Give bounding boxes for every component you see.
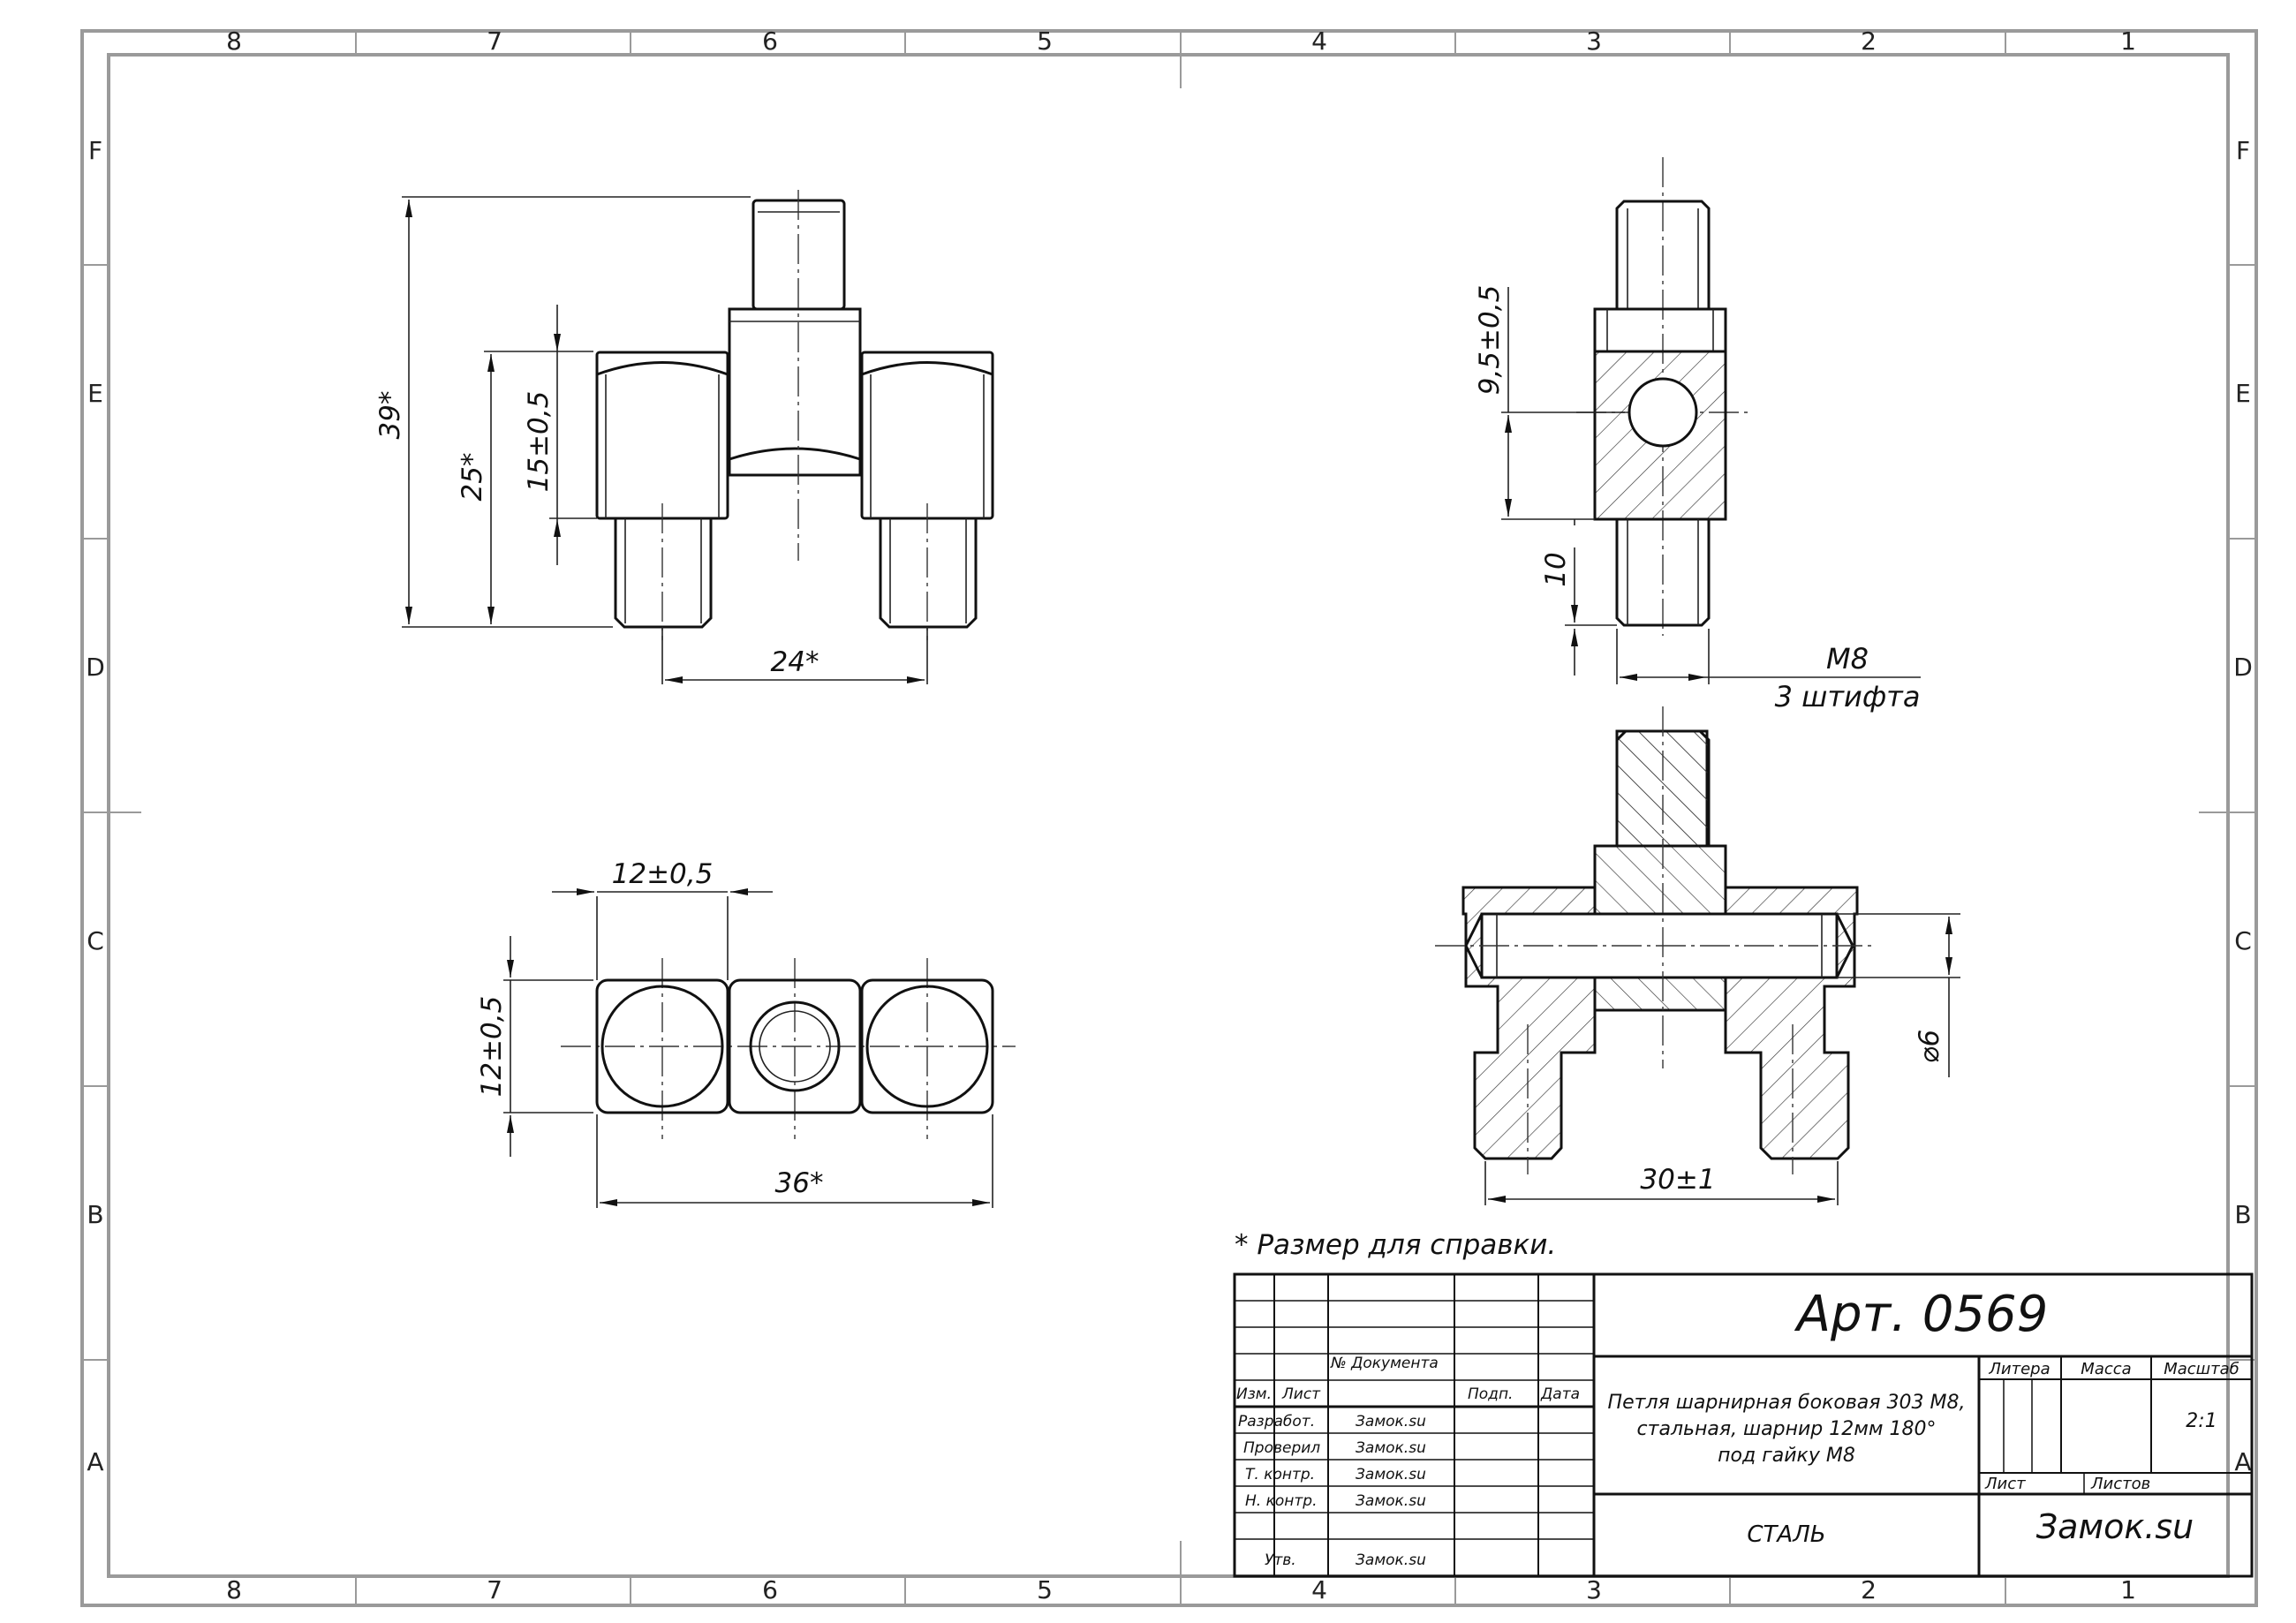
dim-24: 24* bbox=[771, 646, 819, 678]
role-3-name: Замок.su bbox=[1356, 1466, 1426, 1483]
zone-column-label: 5 bbox=[1037, 26, 1053, 56]
role-5: Утв. bbox=[1265, 1551, 1296, 1569]
mass-label: Масса bbox=[2081, 1360, 2131, 1378]
role-2: Проверил bbox=[1243, 1439, 1320, 1457]
top-view: 12±0,5 12±0,5 36* bbox=[476, 858, 1016, 1208]
dim-30: 30±1 bbox=[1640, 1164, 1715, 1196]
zone-column-label: 8 bbox=[226, 1575, 242, 1604]
description-line-3: под гайку М8 bbox=[1718, 1445, 1855, 1467]
zone-column-label: 7 bbox=[487, 1575, 502, 1604]
zone-column-label: 5 bbox=[1037, 1575, 1053, 1604]
zone-row-label: E bbox=[87, 379, 103, 408]
dim-diameter-6: ⌀6 bbox=[1914, 1030, 1945, 1063]
dim-36: 36* bbox=[775, 1167, 824, 1199]
zone-row-label: B bbox=[2234, 1200, 2251, 1229]
dim-12-width: 12±0,5 bbox=[612, 858, 714, 890]
sheet-label: Лист bbox=[1984, 1475, 2026, 1493]
article-number: Арт. 0569 bbox=[1794, 1286, 2049, 1343]
dim-9-5: 9,5±0,5 bbox=[1474, 285, 1506, 396]
role-1: Разработ. bbox=[1238, 1413, 1315, 1431]
zone-column-label: 2 bbox=[1861, 26, 1877, 56]
zone-row-label: E bbox=[2235, 379, 2251, 408]
zone-row-label: D bbox=[2233, 653, 2253, 682]
title-block-text: Арт. 0569 Петля шарнирная боковая 303 М8… bbox=[1236, 1286, 2239, 1569]
section-view: ⌀6 30±1 bbox=[1435, 706, 1960, 1205]
role-4: Н. контр. bbox=[1245, 1492, 1317, 1510]
zone-column-label: 1 bbox=[2120, 1575, 2136, 1604]
side-view: 9,5±0,5 10 M8 3 штифта bbox=[1474, 157, 1921, 713]
litera-label: Литера bbox=[1988, 1360, 2050, 1378]
zone-row-label: A bbox=[87, 1447, 103, 1476]
zone-column-label: 6 bbox=[762, 1575, 778, 1604]
zone-column-label: 6 bbox=[762, 26, 778, 56]
scale-value: 2:1 bbox=[2186, 1410, 2217, 1432]
zone-column-label: 7 bbox=[487, 26, 502, 56]
thread-label: M8 bbox=[1826, 642, 1869, 676]
company: Замок.su bbox=[2036, 1507, 2194, 1546]
role-5-name: Замок.su bbox=[1356, 1551, 1426, 1569]
role-1-name: Замок.su bbox=[1356, 1413, 1426, 1431]
dim-15: 15±0,5 bbox=[523, 391, 555, 493]
description-line-1: Петля шарнирная боковая 303 М8, bbox=[1608, 1392, 1966, 1414]
material: СТАЛЬ bbox=[1747, 1521, 1825, 1548]
zone-column-label: 3 bbox=[1586, 26, 1602, 56]
zone-column-label: 4 bbox=[1311, 26, 1327, 56]
zone-row-label: A bbox=[2234, 1447, 2251, 1476]
hdr-izm: Изм. bbox=[1236, 1385, 1272, 1403]
hdr-doc: № Документа bbox=[1330, 1355, 1439, 1372]
role-4-name: Замок.su bbox=[1356, 1492, 1426, 1510]
zone-column-label: 2 bbox=[1861, 1575, 1877, 1604]
role-2-name: Замок.su bbox=[1356, 1439, 1426, 1457]
dim-39: 39* bbox=[374, 391, 406, 440]
zone-column-label: 4 bbox=[1311, 1575, 1327, 1604]
zone-column-label: 3 bbox=[1586, 1575, 1602, 1604]
thread-note: 3 штифта bbox=[1775, 680, 1921, 713]
sheets-label: Листов bbox=[2090, 1475, 2150, 1493]
zone-row-label: F bbox=[88, 136, 102, 165]
zone-row-label: F bbox=[2236, 136, 2250, 165]
zone-column-label: 1 bbox=[2120, 26, 2136, 56]
dim-10: 10 bbox=[1540, 552, 1572, 586]
front-view: 39* 25* 15±0,5 24* bbox=[374, 190, 994, 684]
zone-row-label: B bbox=[87, 1200, 103, 1229]
dim-12-depth: 12±0,5 bbox=[476, 996, 508, 1098]
zone-row-label: C bbox=[2234, 926, 2252, 955]
dim-25: 25* bbox=[457, 453, 488, 502]
zone-row-label: C bbox=[87, 926, 104, 955]
hdr-data: Дата bbox=[1540, 1385, 1580, 1403]
title-block bbox=[1233, 1272, 2254, 1578]
zone-column-label: 8 bbox=[226, 26, 242, 56]
reference-note: * Размер для справки. bbox=[1235, 1229, 1556, 1261]
description-line-2: стальная, шарнир 12мм 180° bbox=[1637, 1418, 1937, 1440]
hdr-podp: Подп. bbox=[1468, 1385, 1513, 1403]
role-3: Т. контр. bbox=[1245, 1466, 1315, 1483]
scale-label: Масштаб bbox=[2164, 1360, 2239, 1378]
zone-row-label: D bbox=[86, 653, 105, 682]
hdr-list: Лист bbox=[1281, 1385, 1321, 1403]
